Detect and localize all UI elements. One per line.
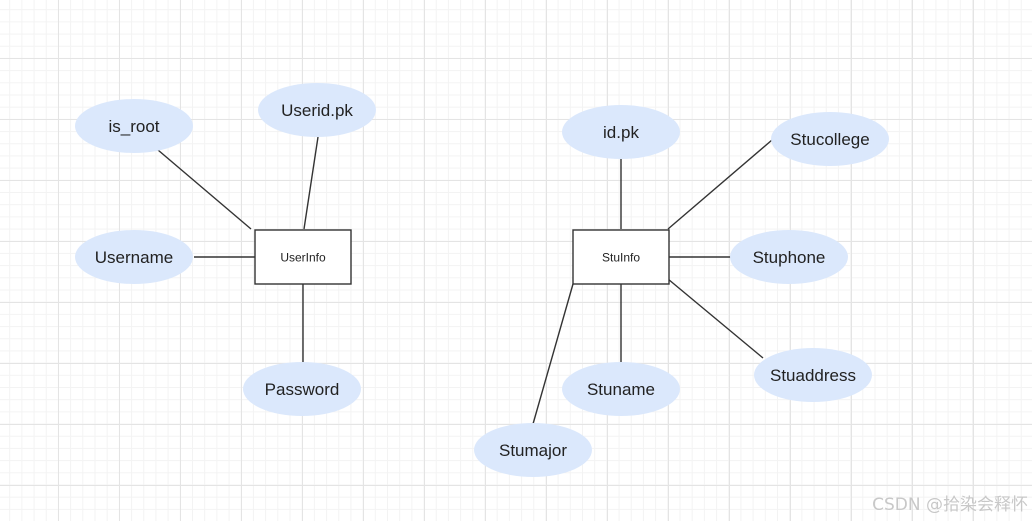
- edge-stuinfo-stumajor: [532, 283, 574, 425]
- entity-stuinfo-label: StuInfo: [602, 251, 640, 265]
- entity-stuinfo[interactable]: StuInfo: [572, 229, 670, 285]
- edge-stuinfo-stuaddress: [667, 278, 764, 359]
- attribute-userid-pk-label: Userid.pk: [281, 101, 353, 120]
- entity-userinfo-box: [254, 229, 352, 285]
- attribute-stuphone-shape: [730, 230, 848, 284]
- attribute-id-pk-shape: [562, 105, 680, 159]
- attribute-stumajor-label: Stumajor: [499, 441, 567, 460]
- entity-userinfo[interactable]: UserInfo: [254, 229, 352, 285]
- attribute-username-label: Username: [95, 248, 173, 267]
- csdn-watermark: CSDN @拾染会释怀: [872, 495, 1028, 515]
- edge-userinfo-is-root: [157, 149, 252, 230]
- entity-userinfo-label: UserInfo: [280, 251, 326, 265]
- attribute-stuname-shape: [562, 362, 680, 416]
- attribute-stumajor[interactable]: Stumajor: [474, 423, 592, 477]
- attribute-id-pk[interactable]: id.pk: [562, 105, 680, 159]
- entity-stuinfo-box: [572, 229, 670, 285]
- attribute-username-shape: [75, 230, 193, 284]
- attribute-stucollege-shape: [771, 112, 889, 166]
- attribute-username[interactable]: Username: [75, 230, 193, 284]
- attribute-is-root-shape: [75, 99, 193, 153]
- attribute-stuname[interactable]: Stuname: [562, 362, 680, 416]
- attribute-id-pk-label: id.pk: [603, 123, 639, 142]
- edge-stuinfo-stucollege: [667, 139, 773, 230]
- attribute-stuname-label: Stuname: [587, 380, 655, 399]
- attribute-stuphone-label: Stuphone: [753, 248, 826, 267]
- attribute-stumajor-shape: [474, 423, 592, 477]
- attribute-is-root[interactable]: is_root: [75, 99, 193, 153]
- attribute-stuphone[interactable]: Stuphone: [730, 230, 848, 284]
- attribute-stucollege[interactable]: Stucollege: [771, 112, 889, 166]
- attribute-stucollege-label: Stucollege: [790, 130, 869, 149]
- attribute-is-root-label: is_root: [108, 117, 159, 136]
- userinfo-connectors: [157, 136, 319, 362]
- attribute-stuaddress[interactable]: Stuaddress: [754, 348, 872, 402]
- attribute-userid-pk-shape: [258, 83, 376, 137]
- attribute-stuaddress-shape: [754, 348, 872, 402]
- attribute-stuaddress-label: Stuaddress: [770, 366, 856, 385]
- stuinfo-connectors: [532, 139, 773, 425]
- attribute-password-shape: [243, 362, 361, 416]
- attribute-password-label: Password: [265, 380, 340, 399]
- edge-userinfo-userid: [303, 136, 319, 230]
- attribute-userid-pk[interactable]: Userid.pk: [258, 83, 376, 137]
- attribute-password[interactable]: Password: [243, 362, 361, 416]
